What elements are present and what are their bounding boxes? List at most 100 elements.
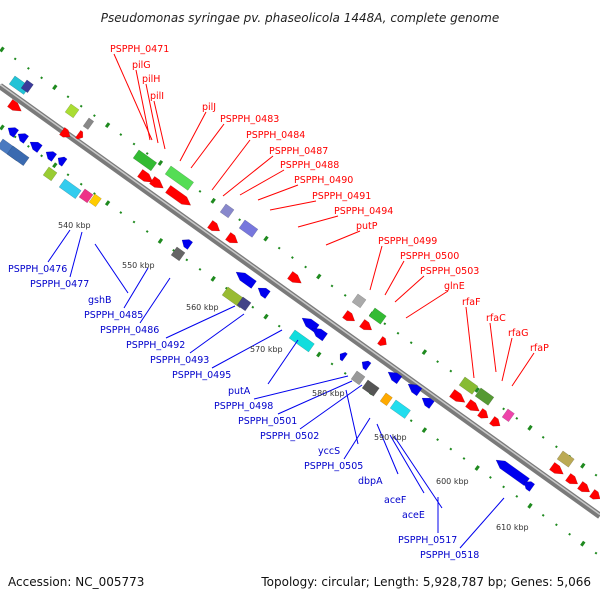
forward-gene-label[interactable]: putP — [356, 221, 378, 232]
gene-feature-block[interactable] — [164, 165, 194, 191]
forward-gene-label[interactable]: PSPPH_0491 — [312, 191, 371, 202]
forward-gene-label[interactable]: PSPPH_0487 — [269, 146, 328, 157]
forward-gene-arrow[interactable] — [59, 127, 72, 140]
forward-gene-label[interactable]: pilJ — [202, 102, 216, 113]
forward-gene-arrow[interactable] — [75, 130, 85, 141]
forward-gene-arrow[interactable] — [7, 99, 24, 114]
gene-feature-block[interactable] — [351, 293, 367, 309]
reverse-gene-arrow[interactable] — [359, 358, 372, 371]
reverse-gene-arrow[interactable] — [43, 148, 58, 162]
forward-gene-label[interactable]: rfaC — [486, 313, 506, 324]
forward-gene-label[interactable]: PSPPH_0484 — [246, 130, 305, 141]
gene-feature-block[interactable] — [20, 79, 34, 94]
forward-gene-label[interactable]: pilG — [132, 60, 151, 71]
reverse-gene-arrow[interactable] — [5, 124, 20, 138]
gene-feature-block[interactable] — [42, 166, 58, 182]
reverse-gene-label[interactable]: PSPPH_0518 — [420, 550, 479, 561]
gene-feature-block[interactable] — [219, 203, 235, 219]
forward-gene-arrow[interactable] — [449, 389, 467, 406]
forward-gene-arrow[interactable] — [377, 336, 389, 348]
reverse-gene-label[interactable]: PSPPH_0517 — [398, 535, 457, 546]
gene-feature-block[interactable] — [361, 379, 380, 397]
reverse-gene-label[interactable]: gshB — [88, 295, 112, 306]
gene-feature-block[interactable] — [78, 188, 94, 204]
gene-feature-block[interactable] — [368, 307, 387, 325]
gene-feature-block[interactable] — [288, 329, 315, 353]
forward-gene-arrow[interactable] — [549, 462, 566, 477]
forward-gene-arrow[interactable] — [477, 408, 490, 421]
forward-gene-arrow[interactable] — [577, 481, 592, 495]
reverse-gene-label[interactable]: PSPPH_0492 — [126, 340, 185, 351]
forward-gene-arrow[interactable] — [149, 176, 166, 191]
gene-feature-block[interactable] — [58, 178, 82, 199]
reverse-gene-label[interactable]: aceF — [384, 495, 406, 506]
reverse-gene-label[interactable]: yccS — [318, 446, 340, 457]
reverse-gene-arrow[interactable] — [309, 324, 328, 342]
forward-gene-arrow[interactable] — [465, 399, 482, 414]
reverse-gene-label[interactable]: aceE — [402, 510, 425, 521]
gene-feature-block[interactable] — [458, 376, 479, 395]
reverse-gene-arrow[interactable] — [27, 138, 43, 153]
forward-gene-arrow[interactable] — [589, 489, 600, 502]
reverse-gene-arrow[interactable] — [55, 154, 68, 167]
forward-gene-label[interactable]: PSPPH_0471 — [110, 44, 169, 55]
reverse-gene-label[interactable]: PSPPH_0493 — [150, 355, 209, 366]
forward-gene-arrow[interactable] — [165, 185, 193, 209]
forward-gene-arrow[interactable] — [565, 473, 580, 487]
gene-feature-block[interactable] — [132, 149, 158, 172]
gene-feature-block[interactable] — [350, 370, 366, 386]
gene-feature-block[interactable] — [82, 117, 95, 130]
reverse-gene-arrow[interactable] — [521, 478, 536, 492]
gene-feature-block[interactable] — [389, 399, 411, 419]
reverse-gene-arrow[interactable] — [15, 130, 30, 144]
forward-gene-label[interactable]: PSPPH_0488 — [280, 160, 339, 171]
forward-gene-arrow[interactable] — [359, 319, 374, 333]
reverse-gene-label[interactable]: PSPPH_0505 — [304, 461, 363, 472]
gene-feature-block[interactable] — [474, 387, 495, 406]
forward-gene-label[interactable]: PSPPH_0503 — [420, 266, 479, 277]
gene-feature-block[interactable] — [556, 450, 575, 468]
forward-gene-arrow[interactable] — [287, 271, 304, 286]
gene-feature-block[interactable] — [170, 246, 186, 262]
gene-feature-block[interactable] — [238, 219, 259, 238]
gene-feature-block[interactable] — [379, 392, 393, 407]
forward-gene-label[interactable]: PSPPH_0483 — [220, 114, 279, 125]
reverse-gene-label[interactable]: PSPPH_0476 — [8, 264, 67, 275]
gene-feature-block[interactable] — [64, 103, 80, 119]
reverse-gene-label[interactable]: PSPPH_0501 — [238, 416, 297, 427]
reverse-gene-arrow[interactable] — [337, 350, 348, 362]
reverse-gene-arrow[interactable] — [419, 394, 435, 409]
forward-gene-label[interactable]: rfaF — [462, 297, 481, 308]
forward-gene-label[interactable]: PSPPH_0500 — [400, 251, 459, 262]
forward-gene-label[interactable]: glnE — [444, 281, 465, 292]
reverse-gene-arrow[interactable] — [405, 380, 423, 397]
gene-feature-block[interactable] — [6, 145, 30, 166]
forward-gene-arrow[interactable] — [342, 310, 357, 324]
gene-feature-block[interactable] — [501, 408, 515, 423]
reverse-gene-arrow[interactable] — [179, 236, 194, 250]
forward-gene-label[interactable]: PSPPH_0499 — [378, 236, 437, 247]
forward-gene-label[interactable]: pilI — [150, 91, 164, 102]
reverse-gene-arrow[interactable] — [255, 284, 271, 299]
reverse-gene-label[interactable]: PSPPH_0486 — [100, 325, 159, 336]
forward-gene-label[interactable]: pilH — [142, 74, 160, 85]
gene-feature-block[interactable] — [88, 193, 102, 208]
forward-gene-label[interactable]: PSPPH_0490 — [294, 175, 353, 186]
forward-gene-arrow[interactable] — [207, 220, 222, 234]
forward-gene-label[interactable]: rfaP — [530, 343, 549, 354]
reverse-gene-arrow[interactable] — [233, 268, 257, 289]
reverse-gene-label[interactable]: PSPPH_0485 — [84, 310, 143, 321]
forward-gene-label[interactable]: rfaG — [508, 328, 528, 339]
forward-gene-arrow[interactable] — [489, 416, 502, 429]
reverse-gene-label[interactable]: PSPPH_0477 — [30, 279, 89, 290]
forward-gene-label[interactable]: PSPPH_0494 — [334, 206, 393, 217]
reverse-gene-label[interactable]: PSPPH_0495 — [172, 370, 231, 381]
reverse-gene-label[interactable]: dbpA — [358, 476, 383, 487]
reverse-gene-label[interactable]: PSPPH_0502 — [260, 431, 319, 442]
reverse-gene-arrow[interactable] — [385, 368, 403, 385]
gene-feature-block[interactable] — [236, 296, 252, 312]
forward-gene-arrow[interactable] — [225, 232, 240, 246]
reverse-gene-label[interactable]: PSPPH_0498 — [214, 401, 273, 412]
reverse-gene-label[interactable]: putA — [228, 386, 251, 397]
forward-gene-arrow[interactable] — [137, 169, 155, 186]
